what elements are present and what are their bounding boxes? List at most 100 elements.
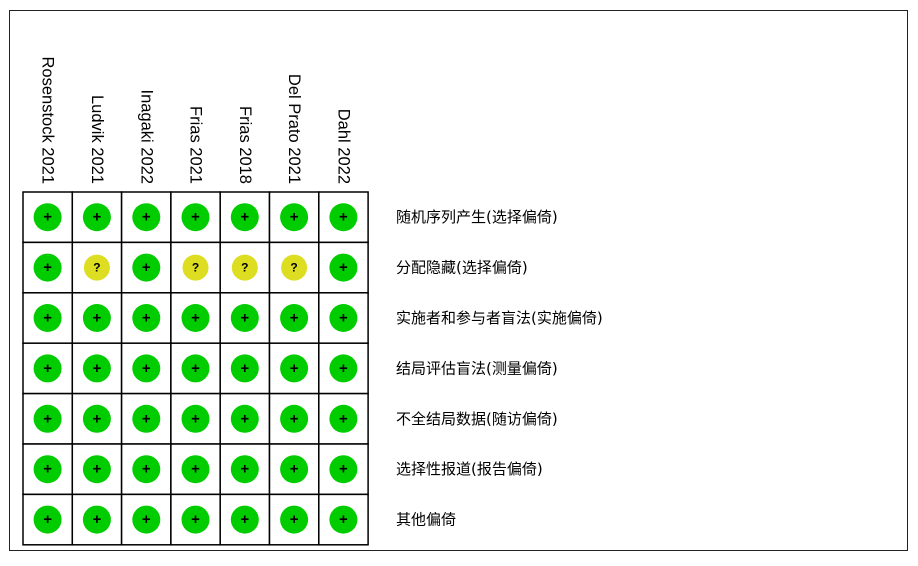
low-risk-circle: [230, 505, 259, 534]
low-risk-symbol: +: [339, 461, 348, 478]
unclear-risk-symbol: ?: [192, 261, 199, 275]
low-risk-circle: [132, 203, 161, 232]
low-risk-circle: [181, 455, 210, 484]
unclear-risk-symbol: ?: [290, 261, 297, 275]
figure-frame: [9, 10, 908, 551]
low-risk-circle: [33, 253, 62, 282]
low-risk-circle: [132, 505, 161, 534]
low-risk-symbol: +: [93, 410, 102, 427]
low-risk-circle: [230, 354, 259, 383]
low-risk-circle: [230, 455, 259, 484]
low-risk-circle: [33, 304, 62, 332]
low-risk-symbol: +: [240, 310, 249, 327]
domain-label: 分配隐藏(选择偏倚): [396, 259, 528, 277]
low-risk-symbol: +: [240, 461, 249, 478]
low-risk-symbol: +: [240, 511, 249, 528]
low-risk-circle: [82, 203, 111, 232]
low-risk-circle: [33, 505, 62, 534]
low-risk-circle: [230, 404, 259, 433]
low-risk-symbol: +: [191, 461, 200, 478]
low-risk-circle: [33, 455, 62, 484]
unclear-risk-circle: [83, 254, 110, 281]
low-risk-circle: [33, 404, 62, 433]
low-risk-circle: [280, 404, 309, 433]
low-risk-symbol: +: [43, 461, 52, 478]
low-risk-symbol: +: [290, 511, 299, 528]
unclear-risk-circle: [281, 254, 308, 281]
low-risk-circle: [329, 404, 358, 433]
low-risk-symbol: +: [43, 310, 52, 327]
low-risk-circle: [33, 354, 62, 383]
low-risk-symbol: +: [142, 410, 151, 427]
study-label: Frias 2021: [187, 106, 205, 184]
unclear-risk-circle: [182, 254, 209, 281]
low-risk-circle: [280, 203, 309, 232]
low-risk-circle: [329, 455, 358, 484]
low-risk-symbol: +: [142, 461, 151, 478]
low-risk-circle: [280, 455, 309, 484]
domain-label: 不全结局数据(随访偏倚): [396, 410, 558, 428]
low-risk-symbol: +: [43, 259, 52, 276]
domain-label: 结局评估盲法(测量偏倚): [396, 359, 558, 377]
low-risk-circle: [329, 203, 358, 232]
low-risk-circle: [181, 505, 210, 534]
domain-label: 选择性报道(报告偏倚): [396, 460, 543, 478]
low-risk-symbol: +: [240, 209, 249, 226]
study-label: Del Prato 2021: [285, 74, 303, 184]
low-risk-symbol: +: [43, 360, 52, 377]
low-risk-symbol: +: [191, 209, 200, 226]
low-risk-symbol: +: [93, 310, 102, 327]
low-risk-symbol: +: [93, 511, 102, 528]
low-risk-symbol: +: [290, 461, 299, 478]
low-risk-symbol: +: [339, 310, 348, 327]
low-risk-symbol: +: [142, 209, 151, 226]
low-risk-symbol: +: [142, 310, 151, 327]
low-risk-circle: [329, 505, 358, 534]
low-risk-symbol: +: [339, 410, 348, 427]
low-risk-symbol: +: [339, 511, 348, 528]
low-risk-symbol: +: [142, 259, 151, 276]
low-risk-symbol: +: [191, 511, 200, 528]
low-risk-symbol: +: [142, 511, 151, 528]
low-risk-circle: [82, 505, 111, 534]
domain-label: 实施者和参与者盲法(实施偏倚): [396, 309, 603, 327]
low-risk-symbol: +: [240, 360, 249, 377]
low-risk-symbol: +: [43, 410, 52, 427]
low-risk-circle: [82, 354, 111, 383]
unclear-risk-symbol: ?: [241, 261, 248, 275]
low-risk-circle: [33, 203, 62, 232]
low-risk-circle: [132, 404, 161, 433]
study-label: Ludvik 2021: [88, 95, 106, 184]
low-risk-symbol: +: [43, 209, 52, 226]
low-risk-circle: [82, 455, 111, 484]
low-risk-circle: [82, 404, 111, 433]
study-label: Frias 2018: [236, 106, 254, 184]
low-risk-circle: [82, 304, 111, 332]
study-label: Rosenstock 2021: [39, 57, 57, 185]
low-risk-symbol: +: [191, 410, 200, 427]
study-label: Inagaki 2022: [137, 90, 155, 185]
low-risk-circle: [132, 253, 161, 282]
low-risk-symbol: +: [339, 209, 348, 226]
domain-label: 随机序列产生(选择偏倚): [396, 208, 558, 226]
unclear-risk-symbol: ?: [93, 261, 100, 275]
domain-label: 其他偏倚: [396, 511, 456, 529]
low-risk-circle: [132, 455, 161, 484]
low-risk-circle: [230, 304, 259, 332]
low-risk-circle: [280, 354, 309, 383]
study-label: Dahl 2022: [334, 109, 352, 184]
low-risk-circle: [329, 354, 358, 383]
low-risk-circle: [132, 304, 161, 332]
low-risk-symbol: +: [240, 410, 249, 427]
low-risk-symbol: +: [191, 360, 200, 377]
unclear-risk-circle: [231, 254, 258, 281]
low-risk-symbol: +: [339, 360, 348, 377]
low-risk-circle: [181, 304, 210, 332]
low-risk-circle: [181, 354, 210, 383]
low-risk-circle: [280, 505, 309, 534]
low-risk-circle: [132, 354, 161, 383]
low-risk-circle: [329, 304, 358, 332]
low-risk-circle: [329, 253, 358, 282]
low-risk-symbol: +: [93, 360, 102, 377]
